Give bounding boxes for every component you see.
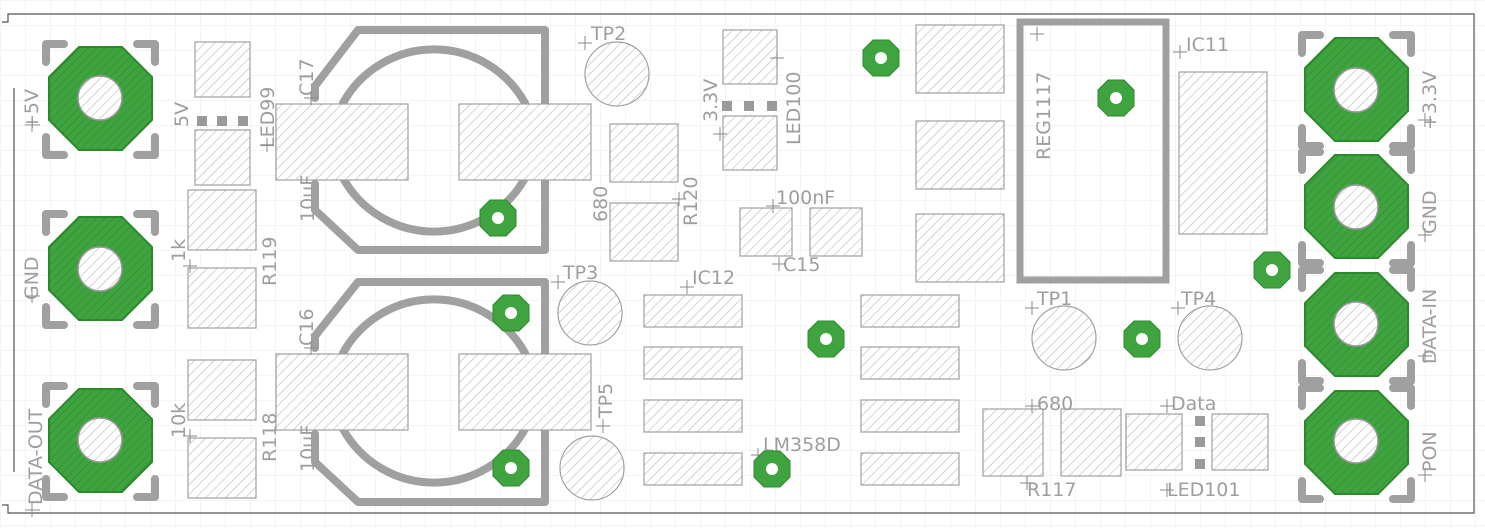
tp3-label: TP3 xyxy=(562,262,598,284)
connector-pon: PON xyxy=(1298,384,1441,503)
via xyxy=(1123,320,1161,358)
connector-5v: +5V xyxy=(21,40,159,159)
tp4-label: TP4 xyxy=(1180,288,1216,310)
via xyxy=(753,450,791,488)
connector-data-out: DATA-OUT xyxy=(25,382,159,517)
r119-value: 1k xyxy=(168,239,190,262)
via xyxy=(1097,79,1135,117)
reg1117: REG1117 xyxy=(915,18,1170,284)
via xyxy=(862,39,900,77)
tp4: TP4 xyxy=(1171,288,1243,371)
c15-value: 100nF xyxy=(776,187,835,209)
connector-3v3: +3.3V xyxy=(1298,31,1441,150)
c15: 100nF C15 xyxy=(739,187,863,276)
c15-name: C15 xyxy=(783,254,820,276)
lm358d-value: LM358D xyxy=(763,434,841,456)
led100-value: 3.3V xyxy=(700,79,722,122)
ic11: IC11 xyxy=(1173,34,1268,235)
tp3: TP3 xyxy=(551,262,623,346)
led99-name: LED99 xyxy=(257,87,279,148)
connector-data-out-label: DATA-OUT xyxy=(25,408,47,505)
tp1: TP1 xyxy=(1025,288,1097,371)
via xyxy=(492,294,530,332)
c16-name: C16 xyxy=(296,309,318,346)
r119: 1k R119 xyxy=(168,189,281,329)
connector-data-in: DATA-IN xyxy=(1298,266,1441,385)
via xyxy=(807,320,845,358)
reg1117-name: REG1117 xyxy=(1033,72,1055,160)
connector-5v-label: +5V xyxy=(21,89,43,130)
c16-value: 10uF xyxy=(297,425,319,472)
led99: 5V LED99 xyxy=(171,41,279,186)
r117-name: R117 xyxy=(1027,479,1076,501)
tp5: TP5 xyxy=(559,383,625,501)
board-outline xyxy=(2,13,1475,514)
connector-gnd-left: GND xyxy=(21,210,159,329)
ic12-lm358d: IC12 LM358D xyxy=(643,267,960,486)
c17: C17 10uF xyxy=(275,26,592,254)
via xyxy=(479,199,517,237)
c17-name: C17 xyxy=(296,59,318,96)
connector-3v3-label: +3.3V xyxy=(1419,71,1441,130)
connector-gnd-left-label: GND xyxy=(21,256,43,300)
r117-value: 680 xyxy=(1037,393,1073,415)
connector-gnd-right-label: GND xyxy=(1419,190,1441,234)
c17-value: 10uF xyxy=(297,175,319,222)
connector-data-in-label: DATA-IN xyxy=(1419,289,1441,364)
led101: Data LED101 xyxy=(1125,393,1269,501)
tp2: TP2 xyxy=(578,23,650,107)
led99-value: 5V xyxy=(171,102,193,127)
led101-value: Data xyxy=(1171,393,1216,415)
via xyxy=(1253,251,1291,289)
led101-name: LED101 xyxy=(1167,479,1241,501)
via xyxy=(492,449,530,487)
led100-name: LED100 xyxy=(783,72,805,146)
tp1-label: TP1 xyxy=(1036,288,1072,310)
c16: C16 10uF xyxy=(275,278,592,506)
tp2-label: TP2 xyxy=(590,23,626,45)
ic12-name: IC12 xyxy=(692,267,735,289)
led100: 3.3V LED100 xyxy=(700,29,805,171)
connector-gnd-right: GND xyxy=(1298,148,1441,267)
r118-value: 10k xyxy=(168,403,190,438)
r120-value: 680 xyxy=(590,186,612,222)
r120-name: R120 xyxy=(680,177,702,226)
ic11-name: IC11 xyxy=(1186,34,1229,56)
connector-pon-label: PON xyxy=(1419,431,1441,472)
r119-name: R119 xyxy=(259,237,281,286)
r117: 680 R117 xyxy=(982,393,1122,501)
r120: 680 R120 xyxy=(590,123,702,262)
vias xyxy=(479,39,1291,488)
tp5-label: TP5 xyxy=(595,383,617,419)
